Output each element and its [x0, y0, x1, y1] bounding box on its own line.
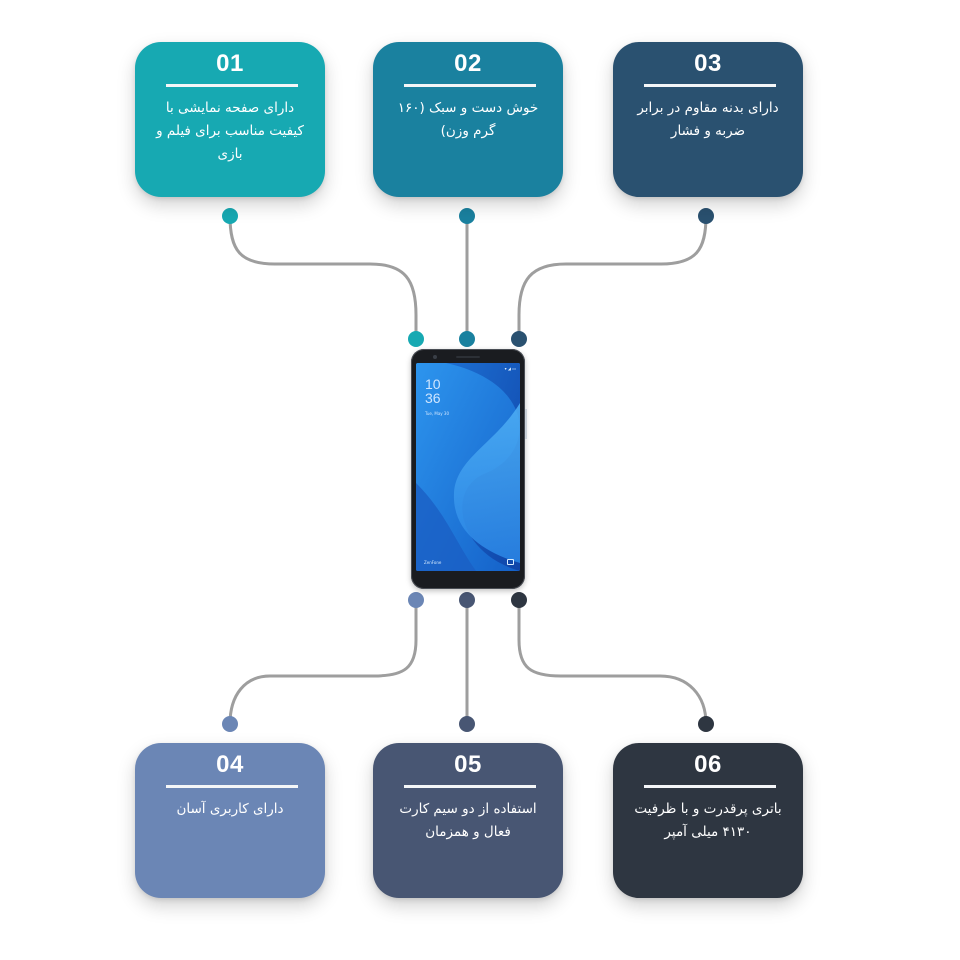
brand-label: ZenFone — [424, 560, 442, 565]
dot-02-top — [459, 208, 475, 224]
feature-card-05: 05 استفاده از دو سیم کارت فعال و همزمان — [373, 743, 563, 898]
feature-text: دارای کاربری آسان — [176, 801, 284, 817]
divider — [166, 785, 298, 788]
feature-text: استفاده از دو سیم کارت فعال و همزمان — [399, 801, 537, 840]
connector-01 — [228, 214, 418, 341]
dot-04-phone — [408, 592, 424, 608]
dot-04-bottom — [222, 716, 238, 732]
divider — [644, 84, 776, 87]
feature-card-01: 01 دارای صفحه نمایشی با کیفیت مناسب برای… — [135, 42, 325, 197]
feature-text: باتری پرقدرت و با ظرفیت ۴۱۳۰ میلی آمپر — [634, 801, 782, 840]
dot-06-bottom — [698, 716, 714, 732]
smartphone-image: ▾ ◢ ▭ 10 36 Tue, May 30 ZenFone — [411, 349, 527, 589]
feature-number: 03 — [694, 50, 722, 77]
feature-number: 01 — [216, 50, 244, 77]
feature-card-02: 02 خوش دست و سبک (۱۶۰ گرم وزن) — [373, 42, 563, 197]
connector-03 — [517, 214, 708, 341]
dot-06-phone — [511, 592, 527, 608]
feature-text: دارای بدنه مقاوم در برابر ضربه و فشار — [637, 100, 779, 139]
feature-text: خوش دست و سبک (۱۶۰ گرم وزن) — [397, 100, 539, 139]
dot-03-phone — [511, 331, 527, 347]
phone-screen: ▾ ◢ ▭ 10 36 Tue, May 30 ZenFone — [416, 363, 520, 571]
earpiece-speaker — [456, 356, 480, 358]
feature-card-04: 04 دارای کاربری آسان — [135, 743, 325, 898]
dot-02-phone — [459, 331, 475, 347]
feature-number: 05 — [454, 751, 482, 778]
divider — [404, 84, 536, 87]
clock-minute: 36 — [425, 390, 441, 406]
clock-hour: 10 — [425, 376, 441, 392]
status-bar-icons: ▾ ◢ ▭ — [504, 366, 516, 371]
feature-card-06: 06 باتری پرقدرت و با ظرفیت ۴۱۳۰ میلی آمپ… — [613, 743, 803, 898]
feature-number: 04 — [216, 751, 244, 778]
wallpaper — [416, 363, 520, 571]
lock-screen-clock: 10 36 — [425, 377, 441, 405]
dot-01-phone — [408, 331, 424, 347]
lock-screen-date: Tue, May 30 — [425, 411, 450, 416]
feature-text: دارای صفحه نمایشی با کیفیت مناسب برای فی… — [156, 100, 304, 162]
feature-number: 06 — [694, 751, 722, 778]
front-camera-icon — [433, 355, 437, 359]
camera-shortcut-icon — [507, 559, 514, 565]
feature-card-03: 03 دارای بدنه مقاوم در برابر ضربه و فشار — [613, 42, 803, 197]
connector-06 — [517, 598, 708, 726]
dot-05-bottom — [459, 716, 475, 732]
dot-05-phone — [459, 592, 475, 608]
connector-04 — [228, 598, 418, 726]
dot-03-top — [698, 208, 714, 224]
divider — [404, 785, 536, 788]
divider — [166, 84, 298, 87]
feature-number: 02 — [454, 50, 482, 77]
dot-01-top — [222, 208, 238, 224]
side-button — [525, 409, 527, 439]
divider — [644, 785, 776, 788]
